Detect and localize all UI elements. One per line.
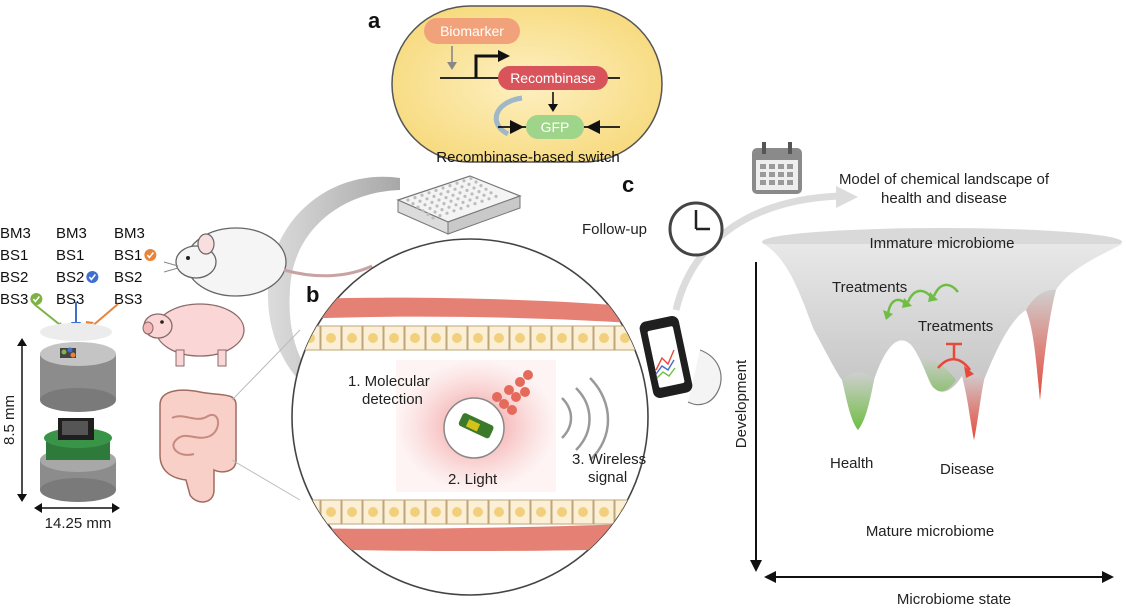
disease-valley: [962, 371, 984, 440]
epithelial-cell: [635, 499, 648, 525]
gut-section-panel: b 1. Molecular detection 2. Light 3. Wir…: [291, 238, 677, 596]
treatments-label-2: Treatments: [918, 318, 993, 335]
bs-col2-line3: BS2: [56, 269, 84, 286]
step3-line1: 3. Wireless: [572, 451, 646, 468]
mouse-illustration: [163, 227, 373, 297]
immature-label: Immature microbiome: [869, 235, 1014, 252]
mature-label: Mature microbiome: [866, 523, 994, 540]
bs-col3-line2: BS1: [114, 247, 142, 264]
switch-caption: Recombinase-based switch: [436, 149, 619, 166]
panel-label-c: c: [622, 172, 634, 197]
recombinase-switch-panel: a Biomarker Recombinase GFP Recombinase-…: [368, 5, 663, 166]
follow-up-label: Follow-up: [582, 221, 647, 238]
check-mark-icon: [86, 271, 99, 283]
treatments-label-1: Treatments: [832, 279, 907, 296]
clock-icon: [668, 201, 724, 257]
panel-label-b: b: [306, 282, 319, 307]
inhibition-arrow: [937, 342, 974, 378]
promoter-arrow: [474, 54, 500, 78]
landscape-funnel: [764, 244, 1122, 440]
disease-label: Disease: [940, 461, 994, 478]
gfp-label: GFP: [541, 119, 570, 135]
green-arrow: [33, 303, 65, 329]
recombinase-pill: [498, 66, 608, 90]
health-valley: [842, 372, 874, 430]
development-axis-label: Development: [733, 359, 750, 448]
check-mark-icon: [30, 293, 43, 305]
landscape-panel: c Follow-up Model of chemical landscape …: [582, 142, 1122, 608]
intestine-illustration: [159, 389, 237, 503]
epithelial-cell: [299, 499, 321, 525]
biomarker-pill: [424, 18, 520, 44]
orange-arrow: [89, 303, 119, 329]
capsule-base-pcb: [40, 418, 116, 502]
bs-col1-line3: BS2: [0, 269, 28, 286]
model-line2: health and disease: [881, 190, 1007, 207]
epithelium-bottom: [299, 499, 677, 525]
check-mark-icon: [144, 249, 157, 261]
step3-line2: signal: [588, 469, 627, 486]
recombinase-label: Recombinase: [510, 70, 596, 86]
calendar-icon: [752, 142, 802, 194]
bs-col2-line4: BS3: [56, 291, 84, 308]
pig-illustration: [142, 303, 245, 367]
model-line1: Model of chemical landscape of: [839, 171, 1050, 188]
capsule-cap: [40, 342, 116, 412]
epithelial-cell: [614, 499, 636, 525]
bs-col2-line1: BM3: [56, 225, 87, 242]
step2-label: 2. Light: [448, 471, 498, 488]
phone-to-model-curve: [672, 192, 841, 311]
step1-line1: 1. Molecular: [348, 373, 430, 390]
bs-col3-line3: BS2: [114, 269, 142, 286]
epithelial-cell: [657, 500, 677, 524]
health-label: Health: [830, 455, 873, 472]
recombination-loop-arrow: [493, 95, 523, 137]
molecules: [492, 370, 533, 415]
gfp-pill: [526, 115, 584, 139]
step1-line2: detection: [362, 391, 423, 408]
epithelium-top: [299, 325, 648, 351]
smartphone: [639, 315, 722, 406]
height-label: 8.5 mm: [1, 395, 18, 445]
biomarker-label: Biomarker: [440, 23, 504, 39]
microbiome-state-label: Microbiome state: [897, 591, 1011, 608]
disease-valley-2: [1026, 289, 1056, 400]
bs-col3-line1: BM3: [114, 225, 145, 242]
bs-col1-line2: BS1: [0, 247, 28, 264]
bs-col1-line1: BM3: [0, 225, 31, 242]
panel-label-a: a: [368, 8, 381, 33]
wireless-arcs: [561, 377, 610, 461]
bs-col3-line4: BS3: [114, 291, 142, 308]
bs-col1-line4: BS3: [0, 291, 28, 308]
width-label: 14.25 mm: [45, 515, 112, 532]
well-plate: [396, 175, 522, 235]
bs-col2-line2: BS1: [56, 247, 84, 264]
